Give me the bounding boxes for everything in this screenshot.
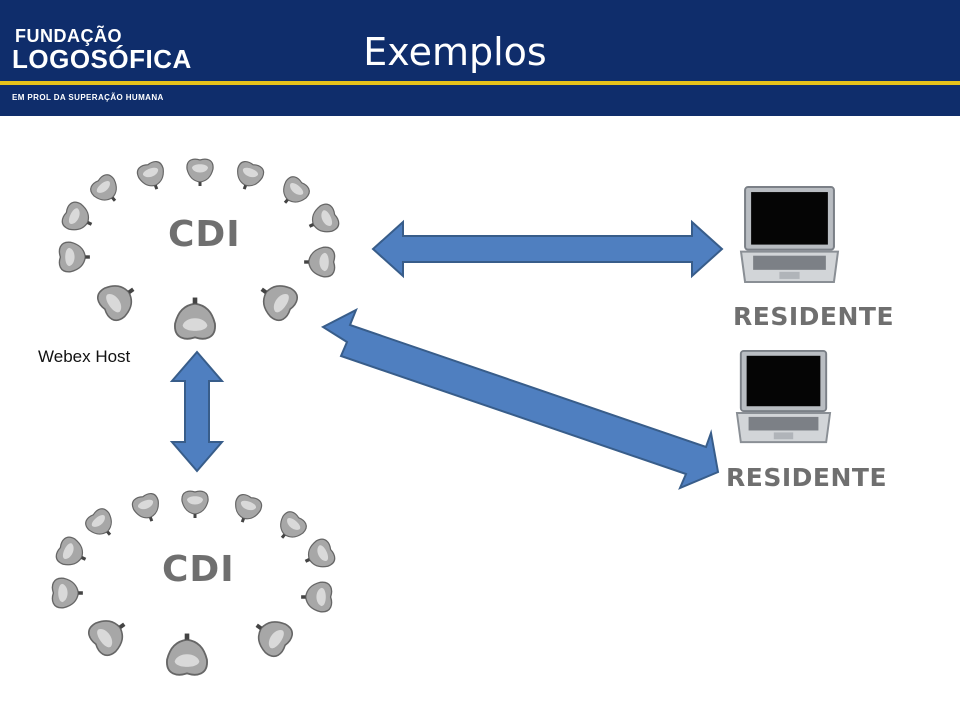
chair-icon [273, 172, 314, 213]
chair-icon [180, 489, 210, 519]
logo-tagline: EM PROL DA SUPERAÇÃO HUMANA [12, 93, 164, 102]
chair-icon [81, 504, 122, 545]
chair-icon [303, 245, 337, 279]
chair-icon [297, 534, 339, 576]
header-banner: FUNDAÇÃO LOGOSÓFICA EM PROL DA SUPERAÇÃO… [0, 0, 960, 116]
laptop-icon [740, 186, 839, 283]
arrow-vertical [169, 350, 225, 473]
chair-icon [50, 576, 84, 610]
chair-icon [133, 157, 171, 196]
webex-host-label: Webex Host [38, 347, 131, 366]
chair-icon [228, 490, 266, 529]
chair-icon [175, 298, 215, 339]
chair-icon [58, 197, 100, 239]
chair-icon [270, 507, 311, 548]
logo-line2: LOGOSÓFICA [12, 44, 192, 74]
chair-icon [300, 580, 334, 614]
arrow-diagonal [320, 307, 720, 490]
residente-label-2: RESIDENTE [726, 463, 888, 492]
header-gold-stripe [0, 81, 960, 85]
cdi-bottom-label: CDI [162, 549, 235, 590]
arrow-horizontal [371, 219, 724, 279]
chair-icon [82, 608, 137, 662]
chair-icon [249, 273, 304, 327]
chair-icon [128, 489, 166, 528]
chair-icon [244, 609, 299, 663]
chair-icon [52, 532, 94, 574]
chair-icon [91, 273, 146, 327]
chair-icon [167, 634, 207, 675]
chair-icon [57, 240, 91, 274]
chair-icon [301, 199, 343, 241]
chair-icon [185, 157, 215, 187]
chair-icon [86, 170, 127, 211]
page-title: Exemplos [363, 30, 547, 74]
cdi-top-label: CDI [168, 214, 241, 255]
logo-line1: FUNDAÇÃO [15, 26, 122, 46]
laptop-icon [735, 349, 832, 444]
chair-icon [230, 157, 268, 196]
residente-label-1: RESIDENTE [733, 302, 895, 331]
